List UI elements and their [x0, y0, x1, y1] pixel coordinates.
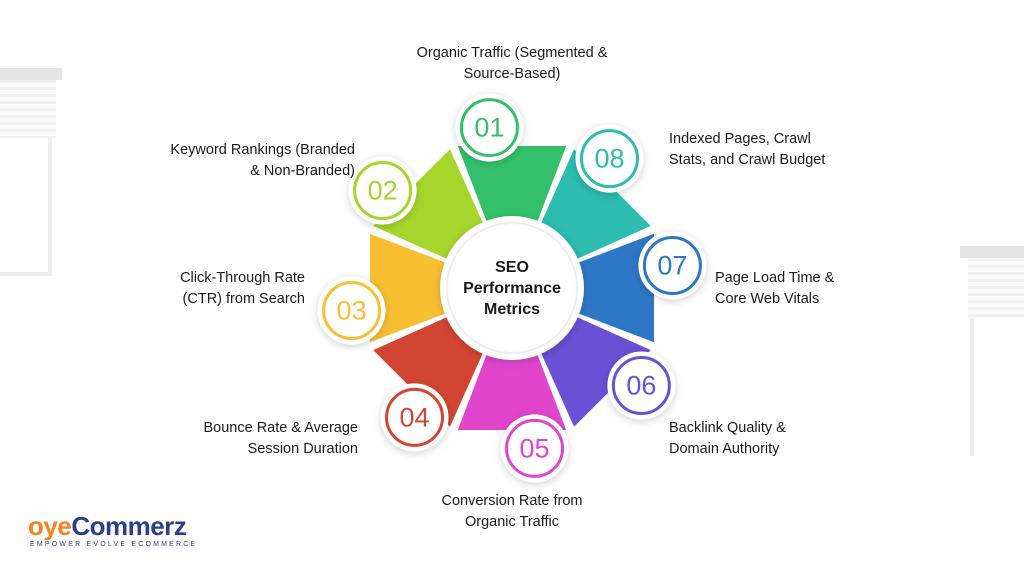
badge-03: [317, 276, 386, 345]
label-backlink-quality: Backlink Quality & Domain Authority: [669, 420, 786, 457]
badge-01: [455, 93, 524, 162]
badge-number-07: 07: [657, 250, 687, 280]
window-blind-left: [0, 68, 62, 80]
badge-04: [380, 383, 449, 452]
center-ring: [446, 222, 578, 354]
badge-ring-01: [459, 98, 519, 158]
badge-ring-02: [353, 161, 413, 221]
badge-08: [575, 124, 644, 193]
badge-ring-07: [642, 235, 702, 295]
label-page-load-time: Page Load Time & Core Web Vitals: [715, 270, 835, 307]
label-organic-traffic: Organic Traffic (Segmented & Source-Base…: [416, 45, 608, 82]
center-circle: [440, 216, 584, 360]
logo-part-oye: oye: [28, 511, 72, 541]
wheel-segment-03: [370, 233, 447, 343]
window-blind-slats-right: [968, 258, 1024, 318]
window-frame-left-bottom: [0, 272, 52, 276]
wheel-segment-02: [373, 149, 484, 260]
badge-ring-06: [611, 355, 671, 415]
logo-wordmark: oyeCommerz: [28, 512, 197, 540]
badge-number-08: 08: [594, 144, 624, 174]
center-title-line-2: Performance: [463, 280, 561, 297]
wheel-segment-07: [577, 233, 654, 343]
window-frame-left: [48, 138, 52, 276]
wheel-segment-01: [457, 146, 567, 223]
logo-tagline: EMPOWER EVOLVE ECOMMERCE: [30, 541, 198, 548]
wheel-segment-05: [457, 353, 567, 430]
badge-ring-05: [505, 418, 565, 478]
badge-07: [638, 231, 707, 300]
badge-02: [348, 156, 417, 225]
window-frame-right: [970, 318, 974, 456]
wheel-segment-08: [540, 149, 651, 260]
window-blind-slats-left: [0, 80, 56, 138]
wheel-segment-04: [373, 316, 484, 427]
badge-number-04: 04: [399, 402, 429, 432]
label-keyword-rankings: Keyword Rankings (Branded & Non-Branded): [170, 142, 355, 179]
label-conversion-rate: Conversion Rate from Organic Traffic: [441, 493, 583, 530]
wheel-segment-06: [540, 316, 651, 427]
badge-06: [607, 351, 676, 420]
oyecommerz-logo: oyeCommerz EMPOWER EVOLVE ECOMMERCE: [28, 512, 197, 548]
label-bounce-rate: Bounce Rate & Average Session Duration: [203, 420, 358, 457]
badge-05: [500, 414, 569, 483]
label-indexed-pages: Indexed Pages, Crawl Stats, and Crawl Bu…: [669, 131, 826, 168]
badge-ring-04: [385, 387, 445, 447]
badge-number-03: 03: [337, 296, 367, 326]
badge-ring-03: [322, 281, 382, 341]
center-title-line-3: Metrics: [484, 301, 540, 318]
label-click-through-rate: Click-Through Rate (CTR) from Search: [180, 270, 305, 307]
window-blind-right: [960, 246, 1024, 258]
badge-number-06: 06: [626, 370, 656, 400]
logo-part-commerz: Commerz: [71, 511, 187, 541]
center-title-line-1: SEO: [495, 259, 529, 276]
badge-number-02: 02: [368, 176, 398, 206]
badge-ring-08: [579, 129, 639, 189]
badge-number-05: 05: [520, 433, 550, 463]
badge-number-01: 01: [474, 113, 504, 143]
